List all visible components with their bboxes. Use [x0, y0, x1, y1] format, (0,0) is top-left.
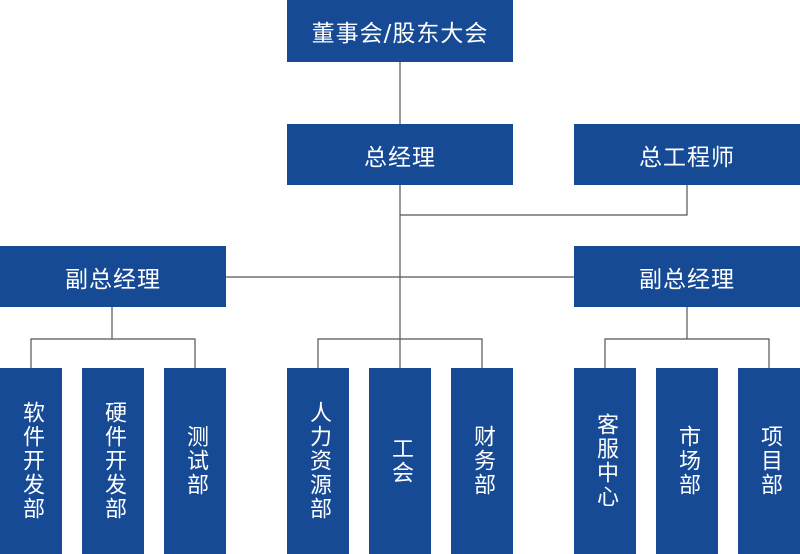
- dept-customer-service: 客服中心: [574, 368, 636, 554]
- dept-finance: 财务部: [451, 368, 513, 554]
- board-box: 董事会/股东大会: [287, 0, 513, 62]
- dept-union: 工会: [369, 368, 431, 554]
- line-vp-right-branch: [604, 338, 770, 368]
- ceo-box: 总经理: [287, 124, 513, 185]
- line-vp-left-branch: [30, 338, 196, 368]
- line-chief-engineer-link: [400, 185, 688, 216]
- dept-projects: 项目部: [738, 368, 800, 554]
- dept-hardware: 硬件开发部: [82, 368, 144, 554]
- line-center-branch: [317, 338, 483, 368]
- dept-marketing: 市场部: [656, 368, 718, 554]
- vp-right-box: 副总经理: [574, 246, 800, 307]
- vp-left-box: 副总经理: [0, 246, 226, 307]
- dept-hr: 人力资源部: [287, 368, 349, 554]
- dept-testing: 测试部: [164, 368, 226, 554]
- chief-engineer-box: 总工程师: [574, 124, 800, 185]
- dept-software: 软件开发部: [0, 368, 62, 554]
